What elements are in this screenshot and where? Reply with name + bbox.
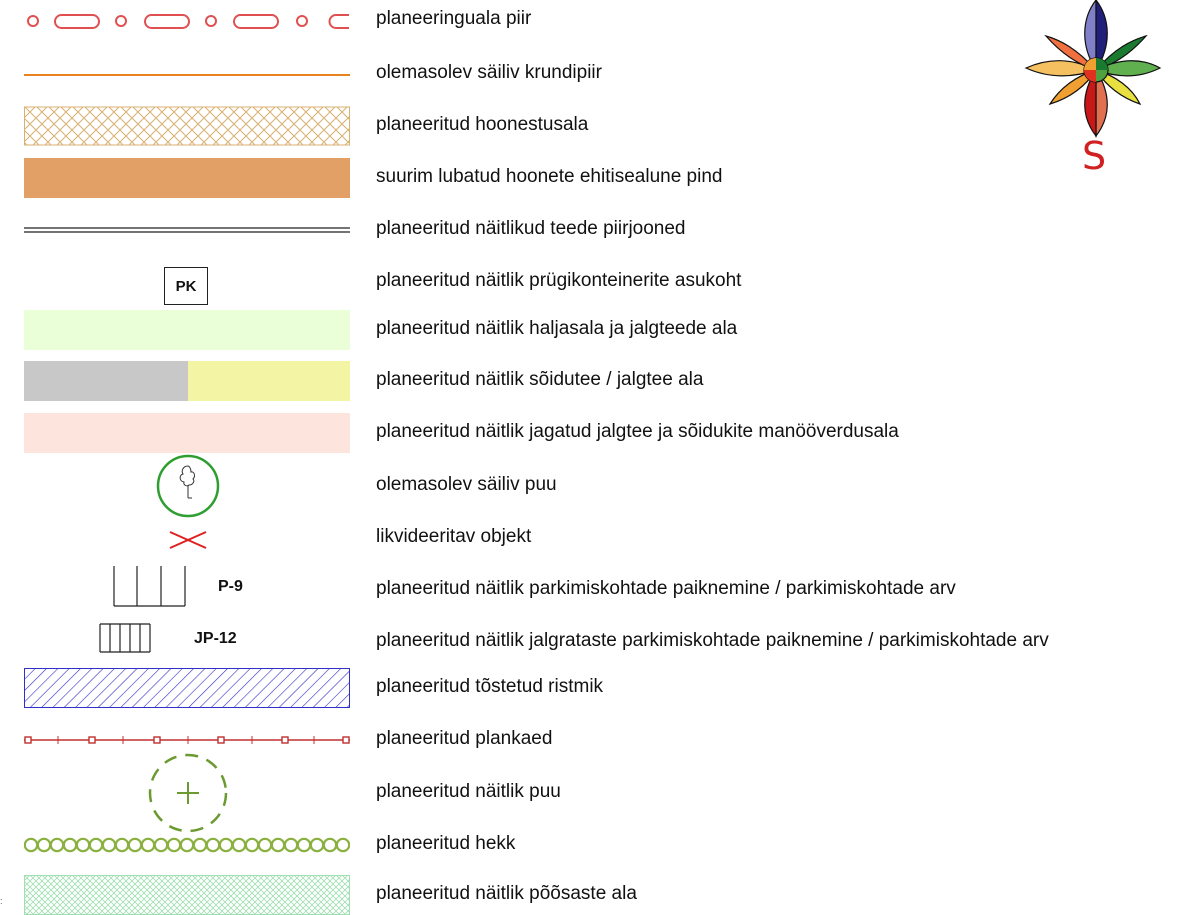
hedge-circle bbox=[218, 837, 234, 853]
legend-row-planned-tree: planeeritud näitlik puu bbox=[0, 753, 1182, 833]
legend-label: planeeritud näitlik haljasala ja jalgtee… bbox=[376, 318, 738, 339]
legend-label: suurim lubatud hoonete ehitisealune pind bbox=[376, 166, 723, 187]
plank-fence-symbol bbox=[24, 736, 350, 744]
legend-row-waste-containers: PK planeeritud näitlik prügikonteinerite… bbox=[0, 262, 1182, 305]
legend-row-hedge: planeeritud hekk bbox=[0, 825, 1182, 865]
hedge-circle bbox=[179, 837, 195, 853]
legend-row-parking: P-9 planeeritud näitlik parkimiskohtade … bbox=[0, 566, 1182, 610]
legend-label: planeeringuala piir bbox=[376, 8, 532, 29]
plan-boundary-symbol bbox=[27, 14, 349, 29]
compass-direction-label: S bbox=[1082, 134, 1107, 178]
legend-label: planeeritud näitlik sõidutee / jalgtee a… bbox=[376, 369, 704, 390]
legend-row-existing-plot-boundary: olemasolev säiliv krundipiir bbox=[0, 54, 1182, 94]
hedge-circle bbox=[153, 837, 169, 853]
bike-parking-icon bbox=[99, 623, 151, 653]
hedge-circle bbox=[244, 837, 260, 853]
legend-label: planeeritud hoonestusala bbox=[376, 114, 589, 135]
legend-row-road-walkway: planeeritud näitlik sõidutee / jalgtee a… bbox=[0, 361, 1182, 401]
corner-mark: : bbox=[0, 896, 3, 906]
hedge-circle bbox=[166, 837, 182, 853]
hedge-circle bbox=[114, 837, 130, 853]
legend-label: planeeritud näitlik prügikonteinerite as… bbox=[376, 270, 742, 291]
hedge-circle bbox=[335, 837, 350, 853]
hedge-circle bbox=[296, 837, 312, 853]
legend-label: olemasolev säiliv krundipiir bbox=[376, 62, 602, 83]
legend-label: planeeritud näitlik jalgrataste parkimis… bbox=[376, 630, 1049, 651]
shared-area-symbol bbox=[24, 413, 350, 453]
bike-parking-count: JP-12 bbox=[194, 630, 237, 647]
hedge-symbol bbox=[24, 837, 350, 853]
legend-row-max-footprint: suurim lubatud hoonete ehitisealune pind bbox=[0, 158, 1182, 198]
hedge-circle bbox=[75, 837, 91, 853]
legend-label: olemasolev säiliv puu bbox=[376, 474, 557, 495]
legend-label: planeeritud näitlik puu bbox=[376, 781, 561, 802]
hedge-circle bbox=[24, 837, 39, 853]
hedge-circle bbox=[205, 837, 221, 853]
legend-row-bike-parking: JP-12 planeeritud näitlik jalgrataste pa… bbox=[0, 622, 1182, 662]
existing-tree-icon bbox=[156, 454, 220, 518]
parking-count: P-9 bbox=[218, 578, 243, 595]
hedge-circle bbox=[140, 837, 156, 853]
compass-rose-icon bbox=[1024, 0, 1162, 138]
legend-row-shrub-area: planeeritud näitlik põõsaste ala bbox=[0, 875, 1182, 915]
hedge-circle bbox=[127, 837, 143, 853]
hedge-circle bbox=[101, 837, 117, 853]
hedge-circle bbox=[283, 837, 299, 853]
hedge-circle bbox=[270, 837, 286, 853]
max-footprint-symbol bbox=[24, 158, 350, 198]
legend-label: planeeritud näitlikud teede piirjooned bbox=[376, 218, 686, 239]
legend-row-plank-fence: planeeritud plankaed bbox=[0, 720, 1182, 760]
remove-cross-icon bbox=[169, 531, 207, 549]
hedge-circle bbox=[62, 837, 78, 853]
legend-label: planeeritud plankaed bbox=[376, 728, 553, 749]
legend-row-existing-tree: olemasolev säiliv puu bbox=[0, 454, 1182, 518]
hedge-circle bbox=[257, 837, 273, 853]
legend-label: planeeritud näitlik parkimiskohtade paik… bbox=[376, 578, 956, 599]
legend-row-shared-area: planeeritud näitlik jagatud jalgtee ja s… bbox=[0, 413, 1182, 453]
hedge-circle bbox=[322, 837, 338, 853]
legend-label: planeeritud tõstetud ristmik bbox=[376, 676, 604, 697]
hedge-circle bbox=[309, 837, 325, 853]
legend-row-road-outlines: planeeritud näitlikud teede piirjooned bbox=[0, 210, 1182, 250]
legend-row-building-area: planeeritud hoonestusala bbox=[0, 106, 1182, 146]
legend-row-raised-crossing: planeeritud tõstetud ristmik bbox=[0, 668, 1182, 708]
legend-label: planeeritud näitlik põõsaste ala bbox=[376, 883, 637, 904]
hedge-circle bbox=[49, 837, 65, 853]
waste-container-box: PK bbox=[164, 267, 208, 305]
raised-crossing-symbol bbox=[24, 668, 350, 708]
legend-row-green-area: planeeritud näitlik haljasala ja jalgtee… bbox=[0, 310, 1182, 350]
legend-row-removed-object: likvideeritav objekt bbox=[0, 518, 1182, 558]
legend-label: likvideeritav objekt bbox=[376, 526, 532, 547]
parking-spaces-icon bbox=[113, 566, 186, 607]
shrub-area-symbol bbox=[24, 875, 350, 915]
hedge-circle bbox=[231, 837, 247, 853]
legend-row-plan-boundary: planeeringuala piir bbox=[0, 0, 1182, 40]
hedge-circle bbox=[36, 837, 52, 853]
hedge-circle bbox=[88, 837, 104, 853]
green-area-symbol bbox=[24, 310, 350, 350]
legend-label: planeeritud näitlik jagatud jalgtee ja s… bbox=[376, 421, 899, 442]
road-outlines-symbol bbox=[24, 227, 350, 233]
hedge-circle bbox=[192, 837, 208, 853]
legend-label: planeeritud hekk bbox=[376, 833, 516, 854]
building-area-symbol bbox=[24, 106, 350, 146]
road-walkway-symbol bbox=[24, 361, 350, 401]
planned-tree-icon bbox=[148, 753, 228, 833]
existing-plot-boundary-symbol bbox=[24, 74, 350, 76]
